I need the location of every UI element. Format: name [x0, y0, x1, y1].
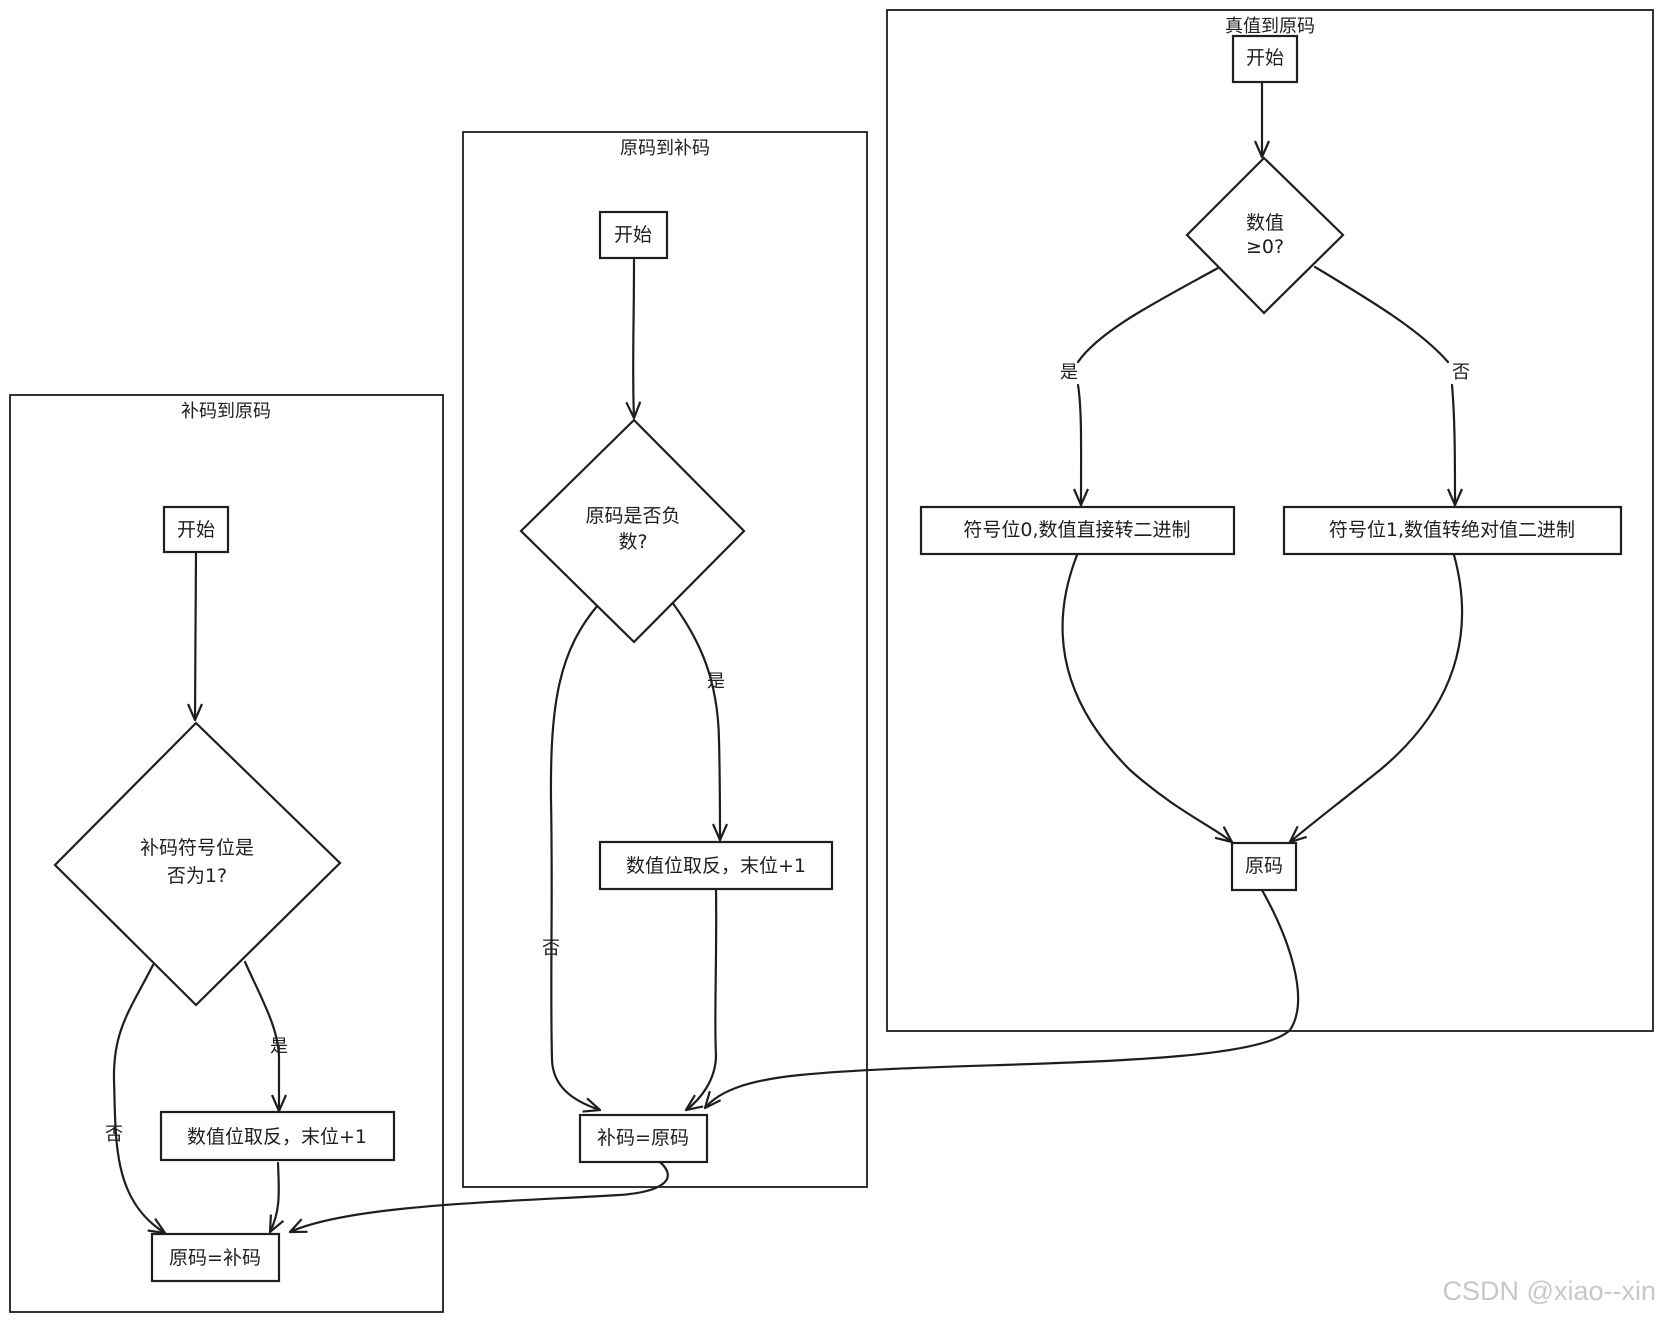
svg-text:开始: 开始 — [614, 224, 652, 246]
edge-decision-yes — [243, 960, 288, 1113]
result-node: 原码 — [1230, 841, 1298, 892]
svg-text:原码=补码: 原码=补码 — [169, 1247, 261, 1269]
edge-start-to-decision — [625, 258, 642, 420]
frame-complement-to-original: 补码到原码 — [9, 394, 444, 1313]
frame-original-to-complement: 原码到补码 — [462, 131, 868, 1188]
edge-process-to-result — [268, 1161, 285, 1234]
edge-label-yes: 是 — [270, 1036, 288, 1057]
svg-text:原码是否负: 原码是否负 — [585, 505, 680, 527]
edge-decision-no — [112, 963, 167, 1235]
decision-node: 补码符号位是 否为1? — [53, 721, 342, 1007]
edge-complement-result-to-original-result — [288, 1160, 669, 1234]
frame-true-to-original: 真值到原码 — [886, 9, 1654, 1032]
start-node: 开始 — [598, 210, 669, 260]
result-node: 补码=原码 — [578, 1113, 709, 1164]
edge-decision-yes — [670, 600, 729, 842]
svg-text:补码=原码: 补码=原码 — [597, 1127, 689, 1149]
svg-text:数值位取反，末位+1: 数值位取反，末位+1 — [626, 855, 806, 877]
process-node-no: 符号位1,数值转绝对值二进制 — [1282, 505, 1623, 556]
svg-text:开始: 开始 — [1246, 47, 1284, 69]
edge-label-yes: 是 — [1060, 362, 1078, 383]
process-node: 数值位取反，末位+1 — [159, 1110, 396, 1162]
svg-text:开始: 开始 — [177, 519, 215, 541]
watermark: CSDN @xiao--xin — [1443, 1276, 1656, 1306]
decision-node: 数值 ≥0? — [1185, 156, 1345, 315]
frame-title: 原码到补码 — [620, 138, 710, 159]
svg-text:否为1?: 否为1? — [167, 865, 227, 887]
edge-original-to-complement-result — [703, 888, 1300, 1110]
start-node: 开始 — [162, 505, 230, 554]
start-node: 开始 — [1231, 34, 1299, 84]
svg-text:符号位0,数值直接转二进制: 符号位0,数值直接转二进制 — [963, 519, 1190, 541]
edge-label-no: 否 — [1452, 362, 1470, 383]
edge-label-no: 否 — [105, 1124, 123, 1145]
process-node: 数值位取反，末位+1 — [598, 840, 834, 891]
edge-process-yes-to-result — [1061, 553, 1234, 844]
edge-process-to-result — [684, 886, 718, 1112]
frame-title: 真值到原码 — [1225, 16, 1315, 37]
svg-text:原码: 原码 — [1245, 855, 1283, 877]
svg-text:符号位1,数值转绝对值二进制: 符号位1,数值转绝对值二进制 — [1329, 519, 1575, 541]
svg-text:补码符号位是: 补码符号位是 — [140, 837, 254, 859]
svg-text:数值: 数值 — [1246, 212, 1284, 234]
process-node-yes: 符号位0,数值直接转二进制 — [919, 505, 1236, 556]
edge-label-no: 否 — [542, 938, 560, 959]
edge-decision-yes — [1078, 266, 1220, 505]
svg-text:≥0?: ≥0? — [1246, 236, 1284, 258]
edge-process-no-to-result — [1288, 553, 1464, 844]
edge-decision-no — [549, 603, 602, 1113]
edge-start-to-decision — [186, 550, 204, 722]
decision-node: 原码是否负 数? — [519, 418, 746, 644]
frame-title: 补码到原码 — [181, 401, 271, 422]
result-node: 原码=补码 — [150, 1232, 281, 1283]
edge-decision-no — [1313, 265, 1455, 505]
svg-text:数?: 数? — [618, 531, 647, 553]
edge-label-yes: 是 — [707, 671, 725, 692]
svg-text:数值位取反，末位+1: 数值位取反，末位+1 — [187, 1126, 367, 1148]
